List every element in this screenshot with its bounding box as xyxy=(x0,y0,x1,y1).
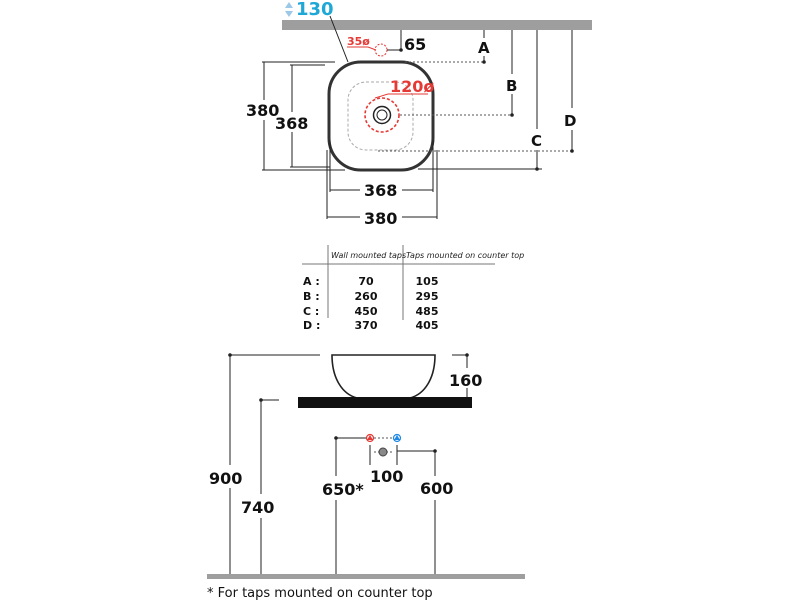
dim-dot xyxy=(482,60,486,64)
dim-dot xyxy=(465,353,469,357)
wall-value: 450 xyxy=(355,305,378,318)
drain-zone-circle xyxy=(364,97,400,133)
inner-width-label: 368 xyxy=(364,181,397,200)
tap-offset-label: 65 xyxy=(404,35,426,54)
dimension-table: Wall mounted taps Taps mounted on counte… xyxy=(302,245,524,332)
table-header-wall: Wall mounted taps xyxy=(331,251,406,260)
dim-a-letter: A xyxy=(478,39,490,57)
drain-icon xyxy=(372,105,392,125)
counter-value: 485 xyxy=(416,305,439,318)
table-row: C : 450 485 xyxy=(303,305,438,318)
dim-dot xyxy=(334,436,338,440)
row-label: D : xyxy=(303,319,320,332)
row-label: C : xyxy=(303,305,319,318)
dim-dot xyxy=(228,353,232,357)
depth-leader xyxy=(329,15,349,63)
dim-d-letter: D xyxy=(564,112,576,130)
floor-bar xyxy=(207,574,525,579)
table-row: D : 370 405 xyxy=(303,319,438,332)
outer-height-label: 380 xyxy=(246,101,279,120)
dim-c-letter: C xyxy=(531,132,542,150)
plan-view: 130 120ø 35ø 65 A B C xyxy=(246,0,592,228)
drain-diameter: 120ø xyxy=(390,77,434,96)
wall-value: 70 xyxy=(358,275,374,288)
inner-height-label: 368 xyxy=(275,114,308,133)
dim-dot xyxy=(259,398,263,402)
countertop xyxy=(298,397,472,408)
basin-outline xyxy=(327,60,435,172)
footnote: * For taps mounted on counter top xyxy=(207,586,433,600)
table-header-counter: Taps mounted on counter top xyxy=(406,251,524,260)
tap-spacing-label: 100 xyxy=(370,467,403,486)
counter-value: 405 xyxy=(416,319,439,332)
wall-value: 370 xyxy=(355,319,378,332)
wall-value: 260 xyxy=(355,290,378,303)
table-row: B : 260 295 xyxy=(303,290,438,303)
total-height-label: 900 xyxy=(209,469,242,488)
outer-width-label: 380 xyxy=(364,209,397,228)
dim-dot xyxy=(433,449,437,453)
depth-arrows-icon xyxy=(285,2,293,17)
basin-bowl-dashed xyxy=(347,81,414,151)
row-label: B : xyxy=(303,290,320,303)
drain-inner xyxy=(376,109,388,121)
cold-tap-icon xyxy=(392,433,402,443)
counter-value: 295 xyxy=(416,290,439,303)
bowl-profile xyxy=(331,354,436,399)
bowl-height-label: 160 xyxy=(449,371,482,390)
drain-leader xyxy=(374,93,428,99)
drain-icon xyxy=(378,447,388,457)
counter-height-label: 740 xyxy=(241,498,274,517)
side-view: 160 900 740 650* 100 6 xyxy=(207,353,525,600)
drain-height-label: 600 xyxy=(420,479,453,498)
depth-label: 130 xyxy=(296,0,334,20)
dim-b-letter: B xyxy=(506,77,517,95)
wall-bar xyxy=(282,20,592,30)
table-row: A : 70 105 xyxy=(303,275,438,288)
row-label: A : xyxy=(303,275,320,288)
counter-value: 105 xyxy=(416,275,439,288)
tap-hole-diameter: 35ø xyxy=(347,35,370,48)
tap-hole-circle xyxy=(374,43,388,57)
tap-hole-leader xyxy=(347,46,377,51)
hot-tap-icon xyxy=(365,433,375,443)
dim-dot xyxy=(399,48,403,52)
dim-dot xyxy=(510,113,514,117)
dim-dot xyxy=(535,167,539,171)
dim-dot xyxy=(570,149,574,153)
tap-height-label: 650* xyxy=(322,480,364,499)
